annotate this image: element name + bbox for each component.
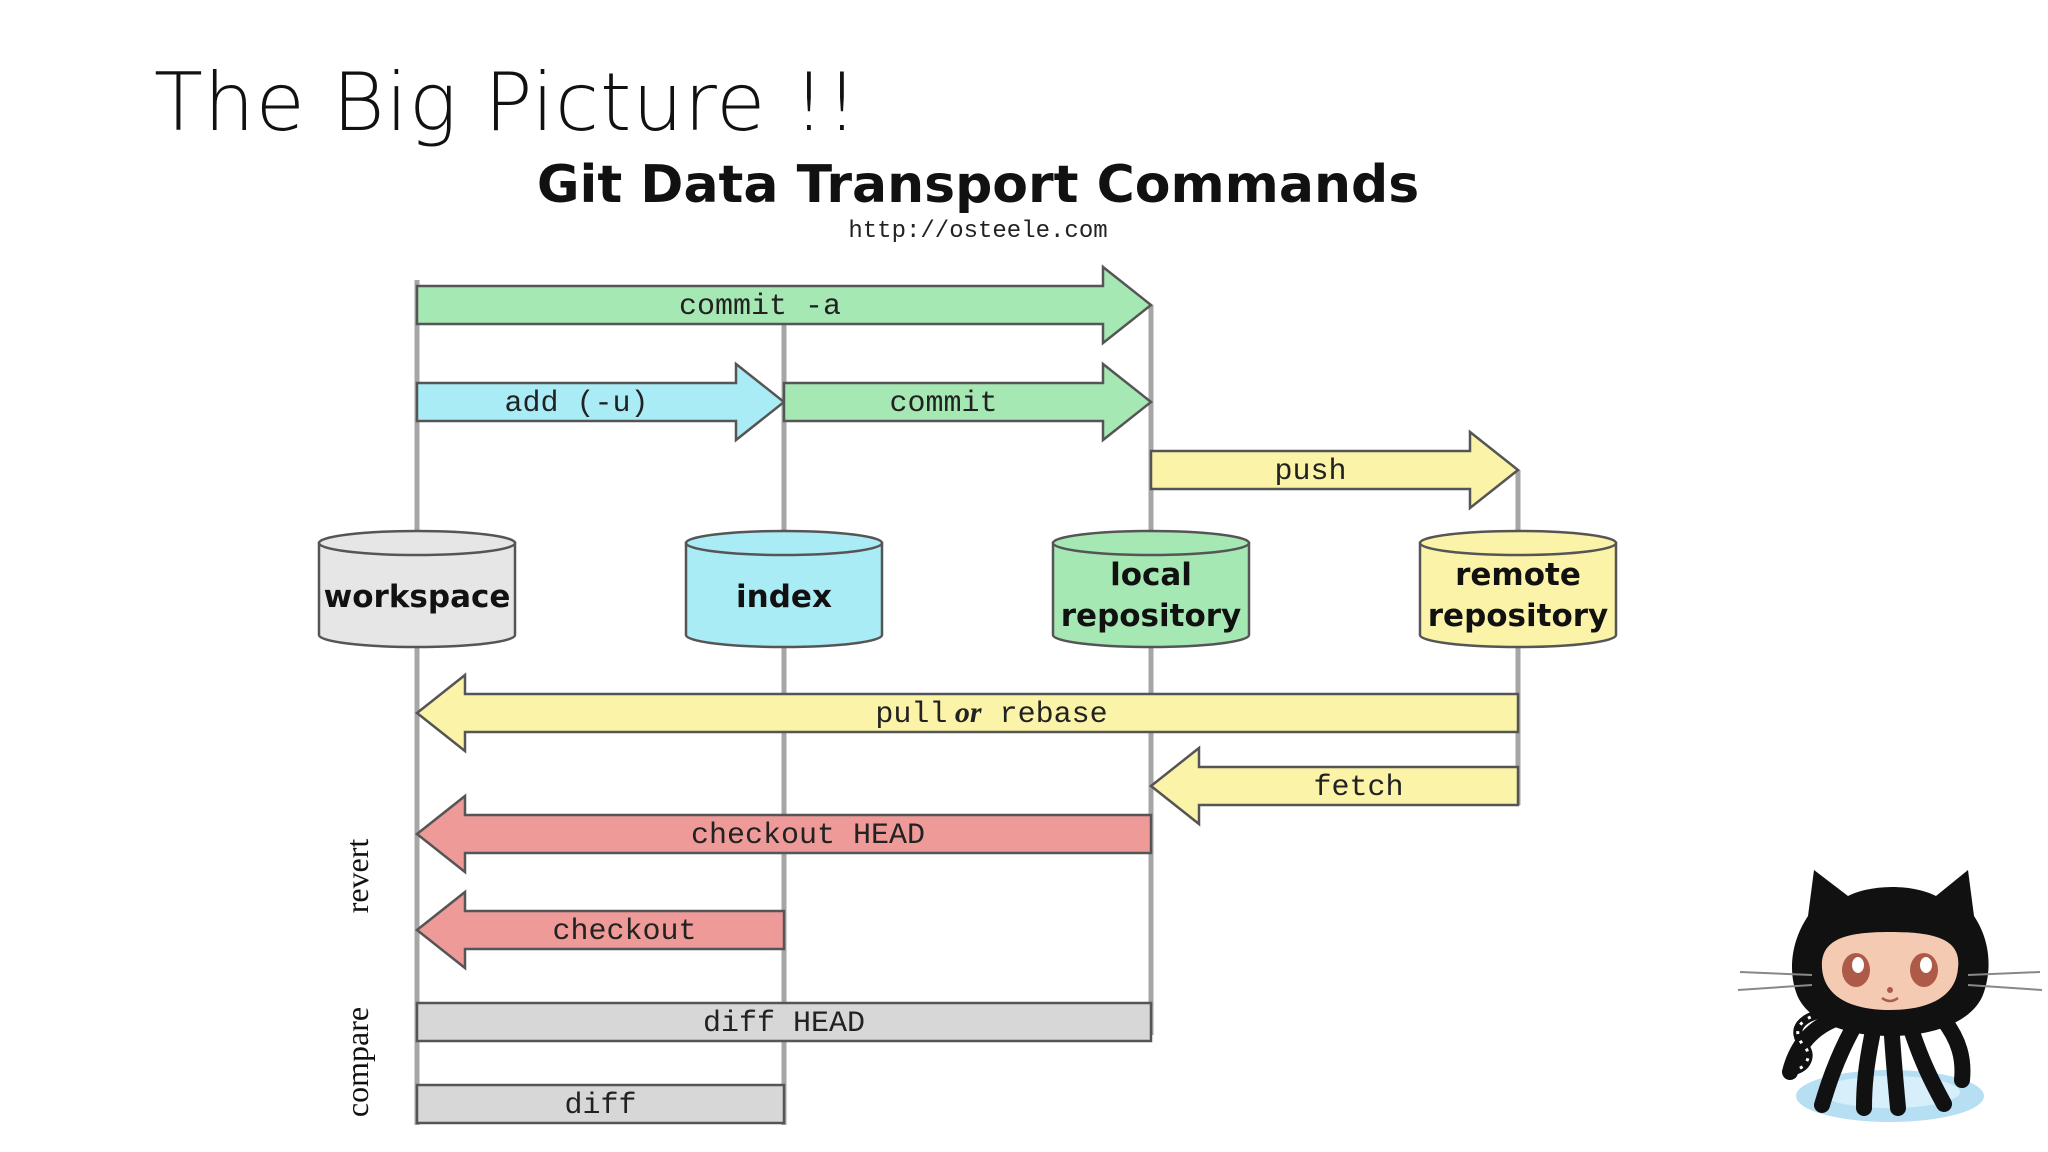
- arrow-checkout-shape: [414, 889, 786, 971]
- arrow-commit-shape: [782, 361, 1154, 443]
- arrow-commit-a-label: commit -a: [679, 290, 841, 324]
- arrow-checkout-label: checkout: [552, 915, 696, 949]
- group-label-compare: compare: [339, 1007, 375, 1117]
- arrow-commit-a-shape: [415, 264, 1154, 346]
- arrow-checkout[interactable]: checkout: [414, 889, 786, 971]
- store-local-body: [1051, 541, 1251, 649]
- arrow-diff-head-label: diff HEAD: [703, 1007, 865, 1041]
- arrow-diff-head-shape: [415, 1001, 1153, 1043]
- arrow-checkout-head-shape: [414, 793, 1153, 875]
- octocat-mascot-icon: [1737, 870, 2043, 1122]
- store-index-body: [684, 541, 884, 649]
- store-index-lid: [684, 529, 884, 557]
- arrow-fetch-label: fetch: [1313, 771, 1403, 805]
- store-local-repository[interactable]: local repository: [1051, 529, 1251, 649]
- octocat-whiskers: [1737, 971, 2043, 991]
- arrow-pull-label: pull or rebase: [875, 696, 1107, 732]
- bar-diff-head[interactable]: diff HEAD: [415, 1001, 1153, 1043]
- arrow-fetch-shape: [1148, 745, 1520, 827]
- store-remote-label-1: repository: [1428, 598, 1609, 634]
- arrow-fetch[interactable]: fetch: [1148, 745, 1520, 827]
- store-local-lid: [1051, 529, 1251, 557]
- diagram-source: http://osteele.com: [848, 218, 1107, 245]
- arrow-add-shape: [415, 361, 787, 443]
- store-workspace[interactable]: workspace: [317, 529, 517, 649]
- arrow-commit-a[interactable]: commit -a: [415, 264, 1154, 346]
- arrow-commit-label: commit: [889, 387, 997, 421]
- arrow-pull-shape: [414, 672, 1520, 754]
- store-remote-repository[interactable]: remote repository: [1418, 529, 1618, 649]
- group-label-revert: revert: [339, 839, 375, 914]
- store-local-label-0: local: [1110, 557, 1192, 593]
- arrow-commit[interactable]: commit: [782, 361, 1154, 443]
- store-workspace-lid: [317, 529, 517, 557]
- diagram-title: Git Data Transport Commands: [537, 155, 1419, 215]
- store-remote-body: [1418, 541, 1618, 649]
- arrow-push-label: push: [1274, 455, 1346, 489]
- arrow-push-shape: [1149, 429, 1521, 511]
- store-remote-label-0: remote: [1455, 557, 1581, 593]
- store-local-label-1: repository: [1061, 598, 1242, 634]
- arrow-checkout-head-label: checkout HEAD: [691, 819, 925, 853]
- arrow-add-label: add (-u): [504, 387, 648, 421]
- store-workspace-body: [317, 541, 517, 649]
- arrow-checkout-head[interactable]: checkout HEAD: [414, 793, 1153, 875]
- arrow-diff-label: diff: [564, 1089, 636, 1123]
- arrow-add[interactable]: add (-u): [415, 361, 787, 443]
- store-index-label-0: index: [736, 579, 832, 615]
- store-remote-lid: [1418, 529, 1618, 557]
- arrow-pull-or-rebase[interactable]: pull or rebase: [414, 672, 1520, 754]
- slide-title: The Big Picture !!: [154, 56, 859, 149]
- octocat-tentacles: [1782, 1010, 1971, 1116]
- bar-diff[interactable]: diff: [415, 1083, 786, 1125]
- store-index[interactable]: index: [684, 529, 884, 649]
- arrow-diff-shape: [415, 1083, 786, 1125]
- octocat-face: [1821, 932, 1959, 1010]
- store-workspace-label-0: workspace: [324, 579, 511, 615]
- arrow-push[interactable]: push: [1149, 429, 1521, 511]
